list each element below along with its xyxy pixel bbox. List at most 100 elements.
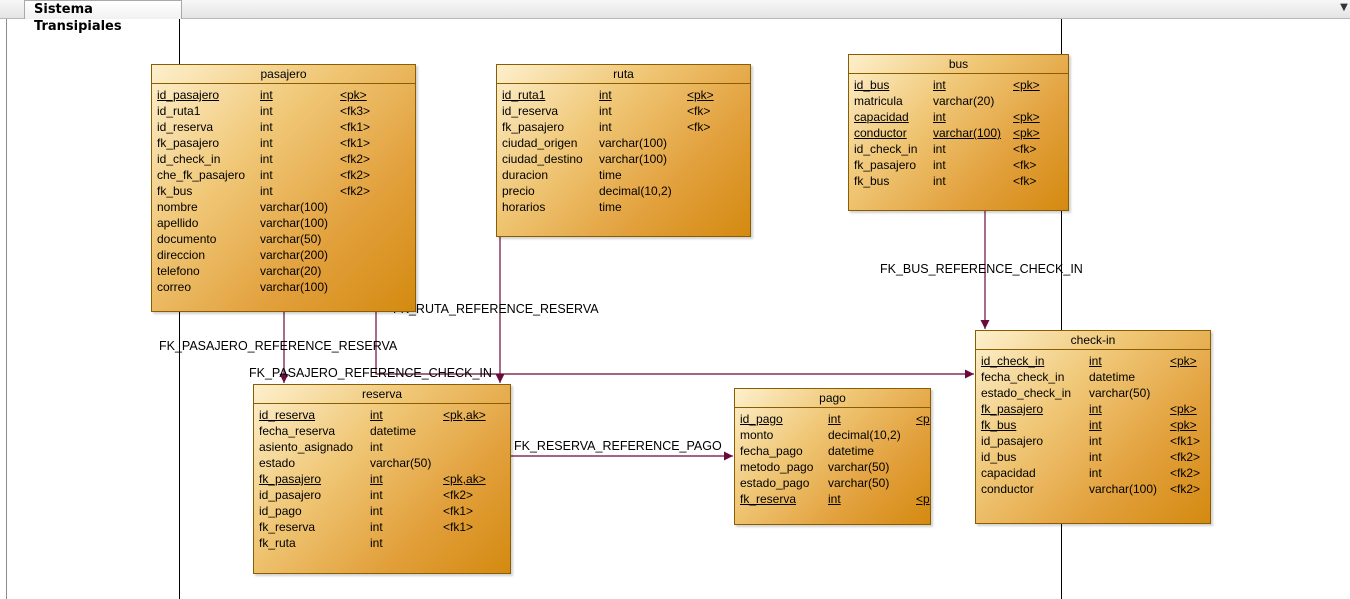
attribute-key: <fk3> xyxy=(340,104,371,118)
attribute-row[interactable]: matricula varchar(20) xyxy=(849,93,1068,109)
attribute-type: int xyxy=(933,110,946,124)
attribute-type: int xyxy=(1089,354,1102,368)
attribute-name: matricula xyxy=(854,94,903,108)
attribute-name: id_reserva xyxy=(502,104,559,118)
attribute-row[interactable]: estado varchar(50) xyxy=(254,455,510,471)
attribute-name: conductor xyxy=(854,126,907,140)
attribute-name: estado xyxy=(259,456,296,470)
attribute-key: <fk2> xyxy=(340,184,371,198)
entity-title: ruta xyxy=(497,65,750,84)
attribute-type: int xyxy=(370,536,383,550)
attribute-name: fk_reserva xyxy=(740,492,797,506)
attribute-key: <fk2> xyxy=(1170,450,1201,464)
attribute-type: int xyxy=(599,120,612,134)
attribute-name: fk_reserva xyxy=(259,520,316,534)
attribute-name: fecha_pago xyxy=(740,444,803,458)
attribute-name: id_reserva xyxy=(259,408,316,422)
diagram-tab[interactable]: Sistema Transipiales xyxy=(24,0,182,34)
attribute-type: varchar(50) xyxy=(828,460,890,474)
attribute-key: <fk1> xyxy=(443,504,474,518)
attribute-type: varchar(50) xyxy=(370,456,432,470)
attribute-key: <fk> xyxy=(1013,158,1037,172)
attribute-type: varchar(100) xyxy=(260,200,329,214)
attribute-name: che_fk_pasajero xyxy=(157,168,246,182)
attribute-key: <pk,ak> xyxy=(443,472,486,486)
attribute-key: <pk> xyxy=(340,88,367,102)
entity-title: pasajero xyxy=(152,65,415,84)
attribute-name: id_check_in xyxy=(854,142,918,156)
attribute-name: id_check_in xyxy=(981,354,1045,368)
attribute-name: id_pago xyxy=(740,412,783,426)
diagram-canvas[interactable] xyxy=(6,19,1350,599)
attribute-name: fk_bus xyxy=(157,184,193,198)
chevron-down-icon[interactable]: ▼ xyxy=(1340,2,1348,13)
attribute-key: <fk2> xyxy=(1170,466,1201,480)
link-pasajero-check-in xyxy=(375,312,974,379)
attribute-name: id_pasajero xyxy=(981,434,1044,448)
attribute-name: horarios xyxy=(502,200,546,214)
attribute-type: time xyxy=(599,168,622,182)
attribute-name: conductor xyxy=(981,482,1034,496)
attribute-type: varchar(20) xyxy=(933,94,995,108)
attribute-key: <fk1> xyxy=(443,520,474,534)
attribute-name: precio xyxy=(502,184,535,198)
attribute-name: id_ruta1 xyxy=(502,88,546,102)
